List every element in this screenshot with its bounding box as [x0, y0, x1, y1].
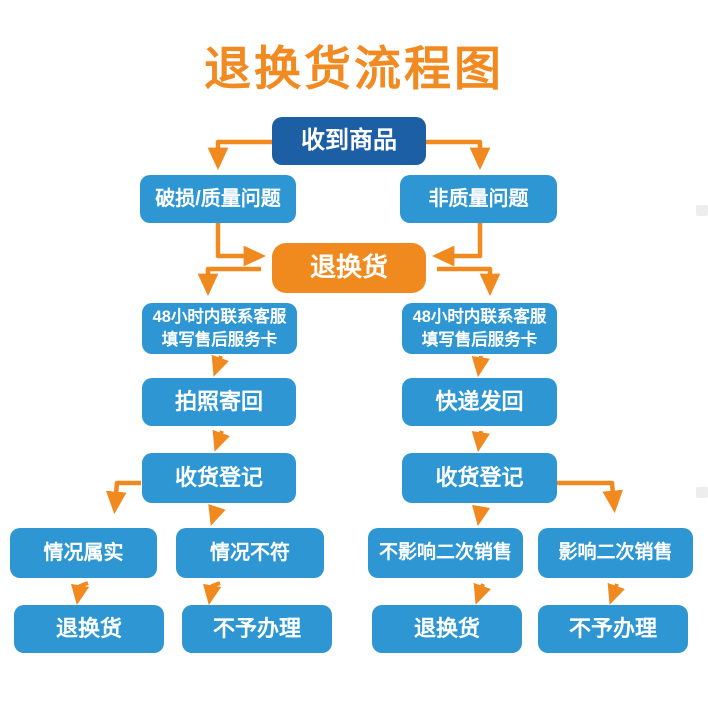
node-return-exchange-label: 退换货 [309, 252, 388, 283]
arrow-express-to-register [471, 430, 490, 453]
node-contact-left-line2: 填写售后服务卡 [161, 330, 278, 349]
node-contact-right-line2: 填写售后服务卡 [421, 330, 538, 349]
node-impact-resale-label: 影响二次销售 [558, 542, 673, 564]
node-photo-return-label: 拍照寄回 [174, 389, 263, 415]
node-approve-left-label: 退换货 [55, 616, 122, 642]
node-register-right-label: 收货登记 [435, 465, 524, 491]
node-reject-right: 不予办理 [538, 605, 688, 653]
watermark-fragment [696, 487, 708, 498]
arrow-register-to-impact [557, 480, 624, 514]
node-return-exchange: 退换货 [272, 243, 426, 293]
node-situation-false: 情况不符 [176, 528, 324, 578]
node-register-left: 收货登记 [142, 453, 296, 503]
arrow-contact-to-photo [211, 354, 229, 377]
node-non-quality-label: 非质量问题 [428, 187, 529, 210]
node-approve-right-label: 退换货 [413, 616, 480, 642]
watermark-fragment [696, 205, 708, 216]
node-register-right: 收货登记 [402, 453, 557, 503]
node-damaged-label: 破损/质量问题 [155, 187, 281, 210]
arrow-return-to-contact-right [437, 266, 501, 297]
arrow-register-to-false [208, 503, 226, 526]
node-contact-left-line1: 48小时内联系客服 [152, 308, 287, 327]
node-reject-right-label: 不予办理 [568, 616, 657, 642]
arrow-damaged-to-return [215, 222, 267, 267]
node-impact-resale: 影响二次销售 [538, 528, 693, 578]
arrow-received-to-nonquality [426, 139, 491, 171]
arrow-noimpact-to-approve [473, 582, 491, 605]
node-contact-left: 48小时内联系客服 填写售后服务卡 [142, 303, 297, 354]
arrow-photo-to-register [212, 429, 230, 452]
arrow-return-to-contact-left [197, 266, 261, 297]
node-no-impact-resale: 不影响二次销售 [368, 528, 523, 578]
node-reject-left: 不予办理 [182, 605, 332, 653]
arrow-false-to-reject [203, 581, 222, 606]
page-title: 退换货流程图 [204, 41, 504, 95]
node-express-return-label: 快递发回 [435, 389, 524, 415]
node-approve-left: 退换货 [14, 605, 164, 653]
node-approve-right: 退换货 [372, 605, 522, 653]
node-register-left-label: 收货登记 [174, 465, 263, 491]
arrow-received-to-damaged [207, 139, 272, 171]
node-non-quality: 非质量问题 [400, 175, 557, 223]
arrow-register-to-true [105, 480, 141, 515]
arrow-impact-to-reject [607, 582, 625, 605]
node-situation-true: 情况属实 [10, 528, 157, 578]
arrow-nonquality-to-return [431, 222, 483, 267]
node-photo-return: 拍照寄回 [142, 378, 296, 426]
arrow-register-to-noimpact [472, 504, 491, 527]
node-situation-true-label: 情况属实 [43, 541, 124, 564]
node-situation-false-label: 情况不符 [210, 541, 290, 564]
node-received: 收到商品 [272, 117, 426, 165]
node-contact-right: 48小时内联系客服 填写售后服务卡 [402, 303, 557, 354]
node-received-label: 收到商品 [301, 126, 397, 154]
node-damaged: 破损/质量问题 [140, 175, 296, 223]
arrow-true-to-approve [71, 581, 90, 606]
node-no-impact-resale-label: 不影响二次销售 [378, 542, 512, 564]
arrow-contact-to-express [471, 355, 490, 378]
node-express-return: 快递发回 [402, 378, 557, 426]
node-contact-right-line1: 48小时内联系客服 [412, 308, 547, 327]
node-reject-left-label: 不予办理 [212, 616, 301, 642]
